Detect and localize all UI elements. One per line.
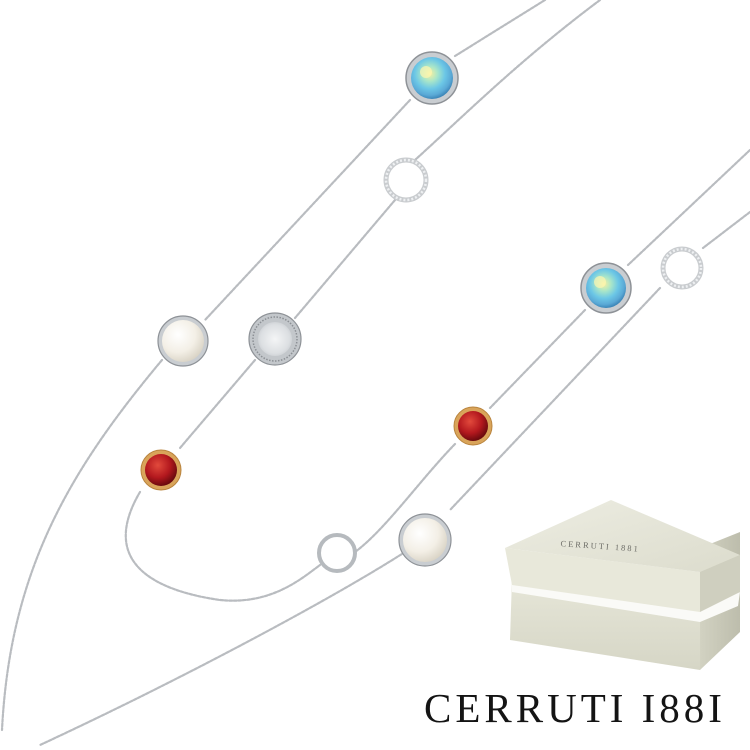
pave-ring-right bbox=[660, 246, 704, 290]
gift-box: CERRUTI 1881 bbox=[505, 500, 740, 670]
garnet-stone-right bbox=[453, 406, 493, 446]
garnet-stone-left bbox=[140, 449, 182, 491]
brand-wordmark: CERRUTI I88I bbox=[424, 685, 726, 731]
fourth-strand bbox=[38, 210, 750, 747]
aurora-crystal-top bbox=[405, 51, 459, 105]
pave-ring-top bbox=[383, 157, 429, 203]
pearl-bottom bbox=[398, 513, 452, 567]
engraved-mother-of-pearl-disc bbox=[248, 312, 302, 366]
third-strand bbox=[353, 148, 750, 554]
pearl-left bbox=[157, 315, 209, 367]
outer-strand bbox=[0, 0, 547, 732]
second-strand bbox=[124, 0, 602, 602]
aurora-crystal-right bbox=[580, 262, 632, 314]
plain-open-ring bbox=[317, 533, 357, 573]
